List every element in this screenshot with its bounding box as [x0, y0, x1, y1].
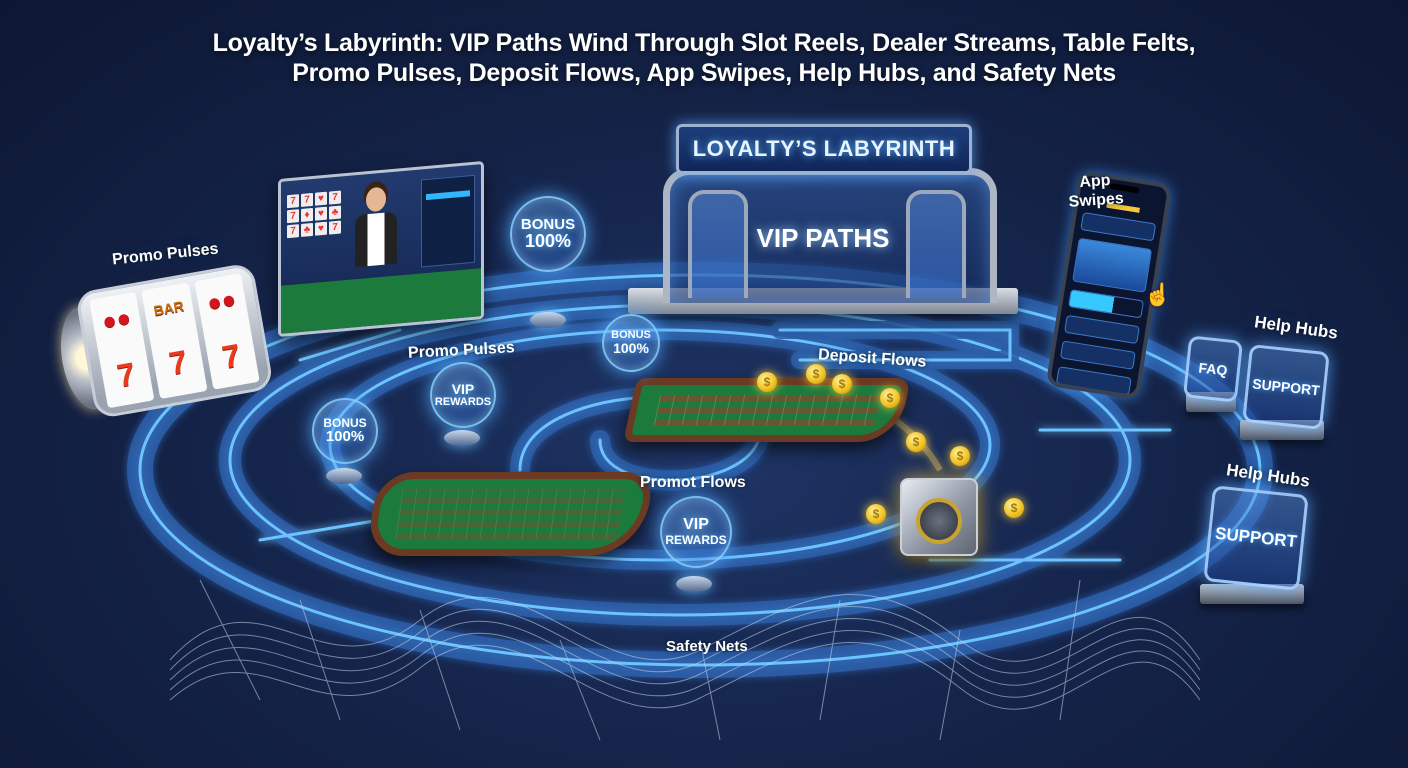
coin-icon: $	[757, 372, 777, 392]
faq-sign: FAQ	[1182, 335, 1244, 403]
coin-icon: $	[906, 432, 926, 452]
gate-pillar-right	[906, 190, 966, 298]
coin-icon: $	[880, 388, 900, 408]
coin-icon: $	[1004, 498, 1024, 518]
bubble-pedestal	[326, 468, 362, 484]
tap-hand-icon: ☝	[1144, 282, 1172, 307]
label-safety-nets: Safety Nets	[666, 638, 748, 655]
bubble-pedestal	[444, 430, 480, 446]
cherry-icon: ●●	[100, 304, 134, 337]
title-line-1: Loyalty’s Labyrinth: VIP Paths Wind Thro…	[212, 29, 1196, 57]
seven-symbol: 7	[114, 355, 139, 394]
label-promot-flows: Promot Flows	[640, 474, 746, 491]
blackjack-table	[366, 472, 654, 556]
page-title: Loyalty’s Labyrinth: VIP Paths Wind Thro…	[0, 28, 1408, 88]
cherry-icon: ●●	[205, 285, 239, 318]
coin-icon: $	[806, 364, 826, 384]
dealer-figure	[353, 185, 399, 277]
gate-sign: LOYALTY’S LABYRINTH	[676, 124, 972, 174]
coin-icon: $	[866, 504, 886, 524]
bubble-pedestal	[530, 312, 566, 328]
seven-symbol: 7	[219, 336, 244, 376]
reel-drum: ●● 7 BAR 7 ●● 7	[74, 262, 275, 420]
safe-dial-icon	[916, 498, 962, 544]
coin-icon: $	[832, 374, 852, 394]
support-sign-base	[1200, 584, 1304, 604]
support-sign-bottom: SUPPORT	[1203, 485, 1309, 591]
seven-symbol: 7	[166, 342, 191, 382]
gate-inner-label: VIP PATHS	[756, 222, 890, 253]
deposit-safe	[900, 478, 978, 556]
coin-icon: $	[950, 446, 970, 466]
gate-pillar-left	[688, 190, 748, 298]
vip-gate: LOYALTY’S LABYRINTH VIP PATHS	[628, 118, 1018, 333]
bubble-pedestal	[676, 576, 712, 592]
title-line-2: Promo Pulses, Deposit Flows, App Swipes,…	[292, 59, 1116, 87]
stream-side-panel	[421, 174, 475, 268]
support-sign-top: SUPPORT	[1242, 344, 1330, 430]
bar-icon: BAR	[152, 297, 186, 320]
